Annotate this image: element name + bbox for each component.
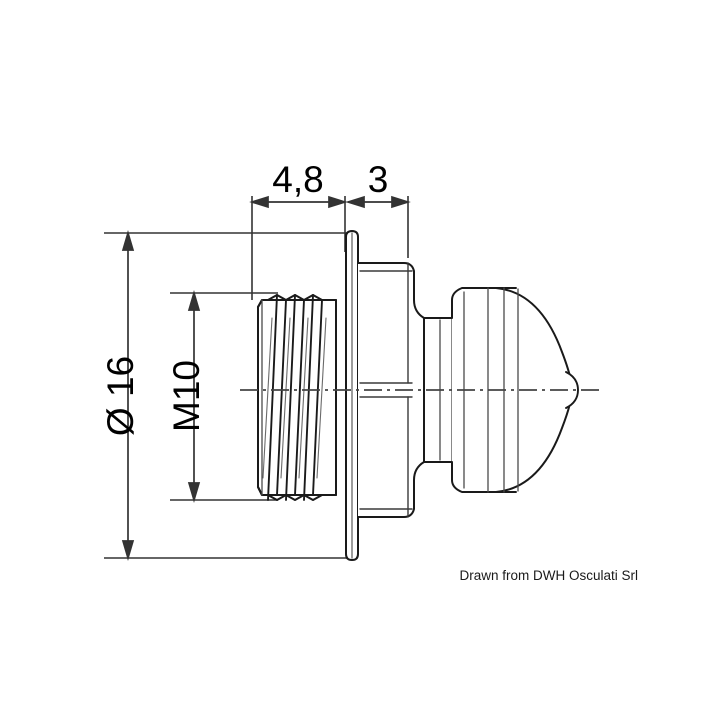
arrow-3-right (391, 195, 411, 209)
vertical-dimensions-group (121, 229, 201, 562)
thread-minor-1 (262, 317, 273, 479)
thread-crests-top (256, 293, 338, 309)
arrow-m10-top (187, 289, 201, 311)
ball-band-edges (487, 287, 517, 493)
arrow-3-left (345, 195, 365, 209)
thread-minor-4 (316, 317, 327, 479)
thread-helix-2a (285, 294, 296, 501)
dim-label-3: 3 (368, 159, 389, 200)
arrow-m10-bottom (187, 482, 201, 504)
arrow-4-8-left (249, 195, 269, 209)
collar-edge-lines (359, 262, 413, 518)
thread-minor-3 (298, 317, 309, 479)
thread-helix-2b (294, 299, 305, 496)
thread-helix-1b (276, 299, 287, 496)
drawing-credit: Drawn from DWH Osculati Srl (459, 568, 638, 583)
dim-label-4-8: 4,8 (272, 159, 323, 200)
horizontal-dimensions-group (249, 195, 411, 209)
arrow-dia16-bottom (121, 540, 135, 562)
thread-helix-3a (303, 294, 314, 501)
arrow-dia16-top (121, 229, 135, 251)
thread-minor-dia-lines (262, 317, 327, 479)
thread-minor-2 (280, 317, 291, 479)
arrow-4-8-right (328, 195, 348, 209)
thread-crests-bottom (256, 485, 338, 502)
dim-label-diameter-16: Ø 16 (100, 356, 141, 436)
part-geometry-group (256, 230, 579, 561)
dim-label-m10: M10 (166, 360, 207, 432)
ball-tip (565, 371, 579, 409)
thread-helix-3b (312, 299, 323, 496)
thread-helix-1a (267, 294, 278, 501)
thread-helix-lines (267, 294, 323, 501)
extension-lines-group (104, 196, 409, 559)
